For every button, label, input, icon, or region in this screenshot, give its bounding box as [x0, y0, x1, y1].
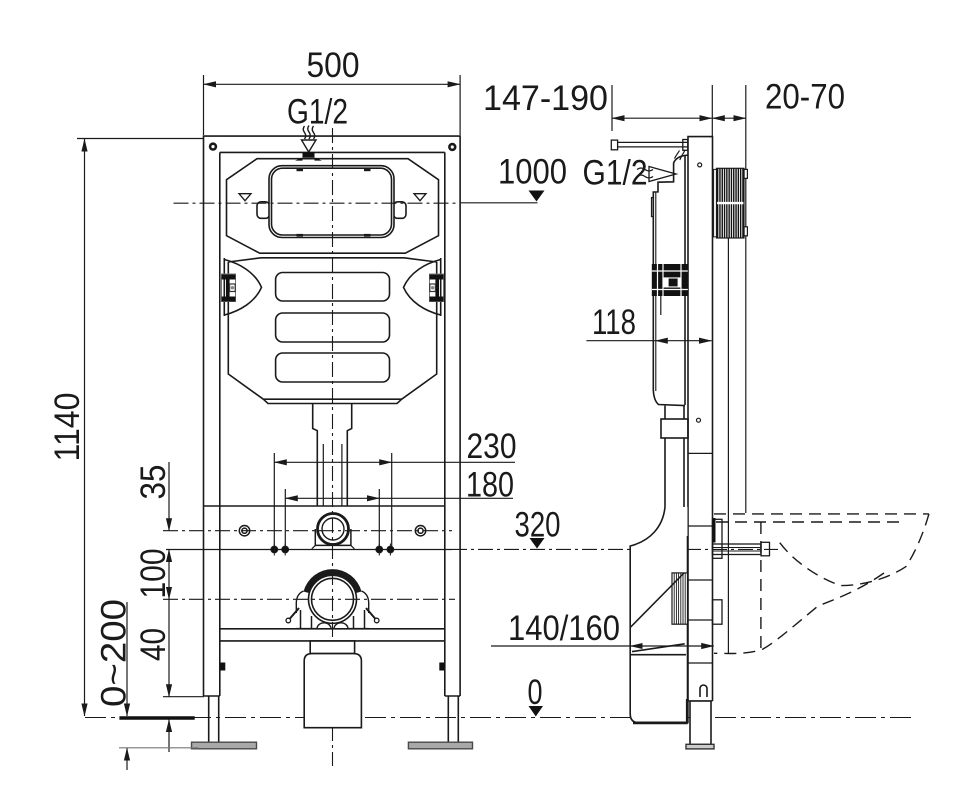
svg-text:180: 180	[466, 466, 514, 505]
svg-text:40: 40	[134, 628, 173, 661]
svg-text:20-70: 20-70	[765, 78, 845, 117]
svg-text:35: 35	[134, 465, 173, 500]
svg-text:1140: 1140	[48, 393, 87, 462]
svg-text:100: 100	[134, 549, 173, 599]
svg-text:500: 500	[307, 46, 360, 85]
svg-text:320: 320	[515, 506, 561, 545]
svg-text:G1/2: G1/2	[287, 93, 348, 132]
svg-text:0: 0	[528, 673, 543, 712]
svg-text:118: 118	[592, 303, 636, 342]
svg-text:140/160: 140/160	[508, 609, 620, 648]
svg-text:147-190: 147-190	[483, 79, 608, 118]
svg-text:230: 230	[467, 427, 517, 466]
svg-text:0~200: 0~200	[95, 599, 134, 707]
svg-text:1000: 1000	[498, 153, 567, 192]
svg-text:G1/2: G1/2	[583, 154, 648, 193]
